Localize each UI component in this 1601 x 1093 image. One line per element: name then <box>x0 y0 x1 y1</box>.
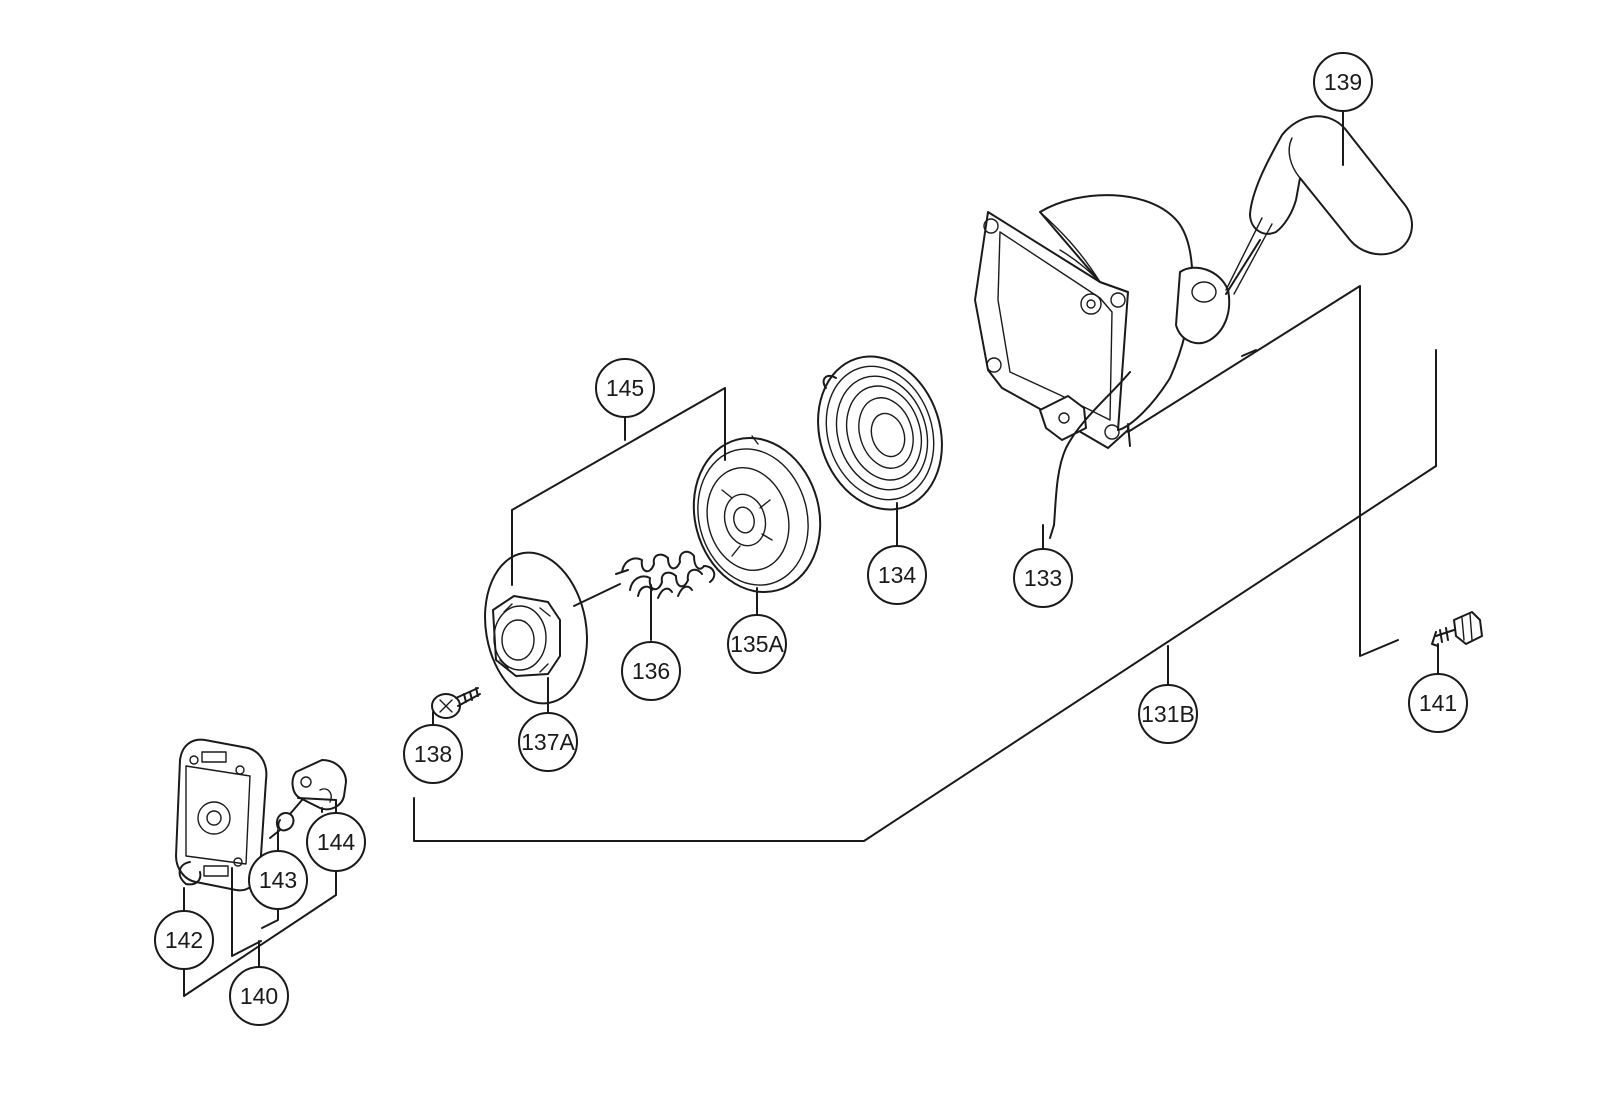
callout-139: 139 <box>1313 52 1373 112</box>
callout-141: 141 <box>1408 673 1468 733</box>
callout-138-label: 138 <box>414 741 452 767</box>
callout-143: 143 <box>248 850 308 910</box>
callout-144: 144 <box>306 812 366 872</box>
callout-131B: 131B <box>1138 684 1198 744</box>
callout-134-label: 134 <box>878 562 917 588</box>
leader-lines <box>183 110 1439 997</box>
part-rope-reel <box>692 435 822 594</box>
callout-142: 142 <box>154 910 214 970</box>
callout-141-label: 141 <box>1419 690 1457 716</box>
part-bolt <box>1431 611 1483 647</box>
callout-145-label: 145 <box>606 375 644 401</box>
callout-140: 140 <box>229 966 289 1026</box>
part-starter-housing <box>974 194 1261 539</box>
callout-137A-label: 137A <box>521 729 575 755</box>
part-ratchet-spring <box>615 550 716 599</box>
callout-144-label: 144 <box>317 829 356 855</box>
callout-142-label: 142 <box>165 927 203 953</box>
part-recoil-spring <box>817 355 943 511</box>
callout-133-label: 133 <box>1024 565 1062 591</box>
callout-131B-label: 131B <box>1141 701 1195 727</box>
part-t-handle <box>1225 115 1413 295</box>
callout-135A: 135A <box>727 614 787 674</box>
callout-138: 138 <box>403 724 463 784</box>
callout-139-label: 139 <box>1324 69 1362 95</box>
part-ratchet <box>484 551 588 705</box>
callout-137A: 137A <box>518 712 578 772</box>
part-pawl-spring <box>269 799 303 839</box>
callout-134: 134 <box>867 545 927 605</box>
callout-136-label: 136 <box>632 658 670 684</box>
part-e-clip <box>178 861 202 886</box>
callout-143-label: 143 <box>259 867 297 893</box>
callout-145: 145 <box>595 358 655 418</box>
callout-135A-label: 135A <box>730 631 784 657</box>
callout-140-label: 140 <box>240 983 278 1009</box>
callout-133: 133 <box>1013 548 1073 608</box>
callout-136: 136 <box>621 641 681 701</box>
part-screw <box>431 687 481 719</box>
